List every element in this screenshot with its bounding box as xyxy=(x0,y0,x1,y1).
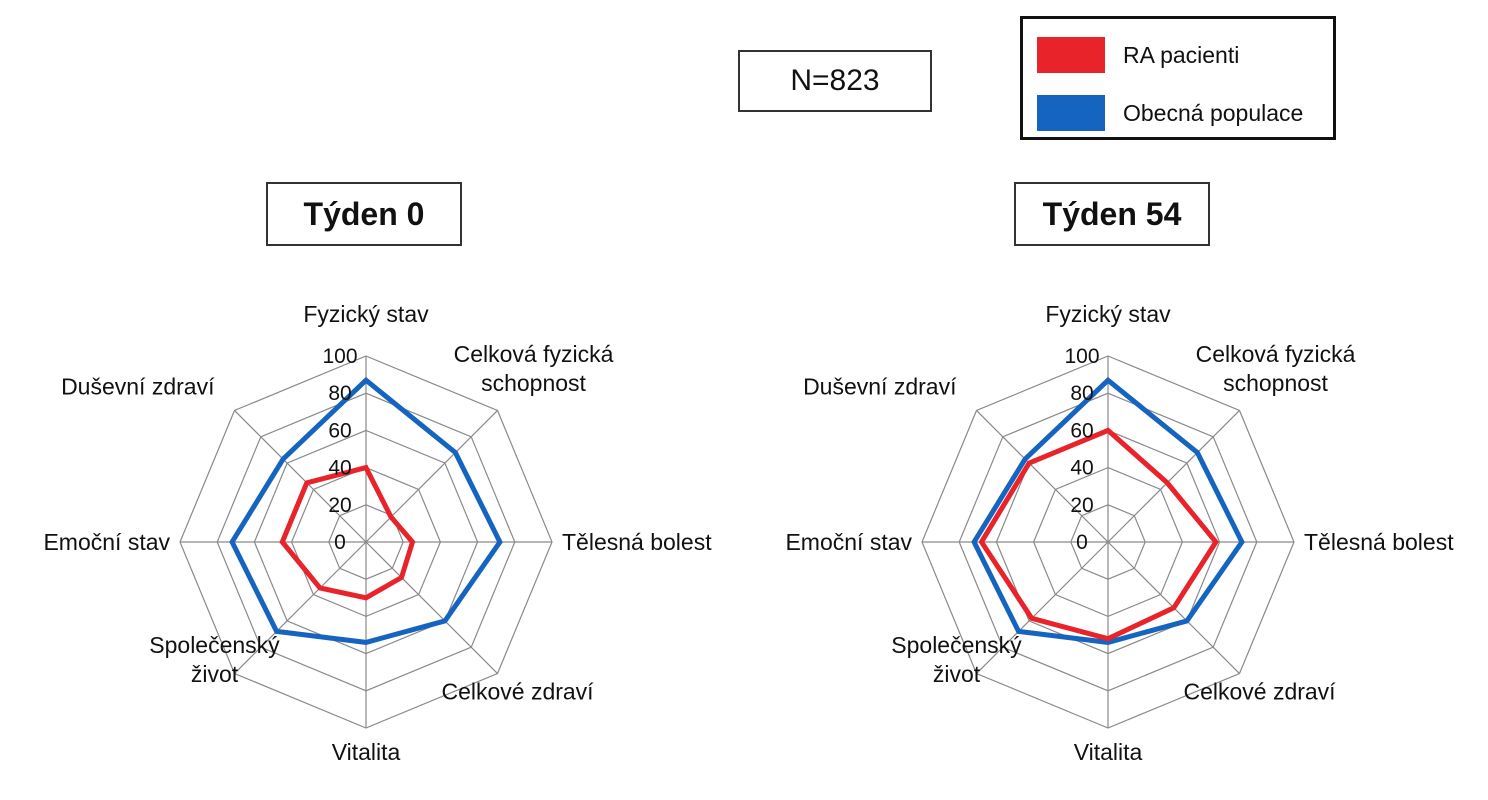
legend: RA pacienti Obecná populace xyxy=(1020,16,1336,140)
sample-size-box: N=823 xyxy=(738,50,932,112)
series-line-ra xyxy=(978,427,1219,642)
axis-label: Fyzický stav xyxy=(1045,301,1171,327)
chart-title-week-0: Týden 0 xyxy=(266,182,462,246)
axis-label: Tělesná bolest xyxy=(1304,529,1454,555)
legend-item-population: Obecná populace xyxy=(1037,95,1303,131)
axis-spoke xyxy=(365,410,498,543)
axis-label: Celkové zdraví xyxy=(441,679,594,705)
sample-size-label: N=823 xyxy=(790,64,880,97)
axis-label: Emoční stav xyxy=(785,529,912,555)
chart-title-week-0-text: Týden 0 xyxy=(303,195,425,232)
axis-spoke xyxy=(976,541,1109,674)
series-line-population xyxy=(229,376,503,645)
tick-label: 60 xyxy=(328,419,351,442)
axis-spoke xyxy=(234,410,367,543)
chart-title-week-54-text: Týden 54 xyxy=(1042,195,1182,232)
axis-label: Emoční stav xyxy=(43,529,170,555)
series-line-ra xyxy=(279,464,416,601)
tick-label: 80 xyxy=(328,382,351,405)
tick-label: 80 xyxy=(1070,382,1093,405)
axis-label: Fyzický stav xyxy=(303,301,429,327)
axis-label: Celkové zdraví xyxy=(1183,679,1336,705)
legend-swatch-ra xyxy=(1037,37,1105,73)
axis-label: Vitalita xyxy=(1074,739,1143,765)
legend-swatch-population xyxy=(1037,95,1105,131)
series-line-population xyxy=(971,376,1245,645)
axis-label: Tělesná bolest xyxy=(562,529,712,555)
legend-label-population: Obecná populace xyxy=(1123,99,1304,126)
tick-label: 0 xyxy=(334,531,346,554)
axis-spoke xyxy=(1107,410,1240,543)
tick-label: 40 xyxy=(1070,457,1093,480)
tick-label: 100 xyxy=(322,345,357,368)
tick-label: 40 xyxy=(328,457,351,480)
tick-label: 100 xyxy=(1064,345,1099,368)
axis-label: Duševní zdraví xyxy=(61,373,215,399)
tick-label: 0 xyxy=(1076,531,1088,554)
tick-label: 20 xyxy=(1070,494,1093,517)
tick-label: 60 xyxy=(1070,419,1093,442)
axis-label: Vitalita xyxy=(332,739,401,765)
legend-label-ra: RA pacienti xyxy=(1123,41,1240,68)
legend-item-ra: RA pacienti xyxy=(1037,37,1239,73)
axis-spoke xyxy=(976,410,1109,543)
axis-spoke xyxy=(234,541,367,674)
axis-spoke xyxy=(365,541,498,674)
tick-label: 20 xyxy=(328,494,351,517)
axis-label: Duševní zdraví xyxy=(803,373,957,399)
chart-title-week-54: Týden 54 xyxy=(1014,182,1210,246)
